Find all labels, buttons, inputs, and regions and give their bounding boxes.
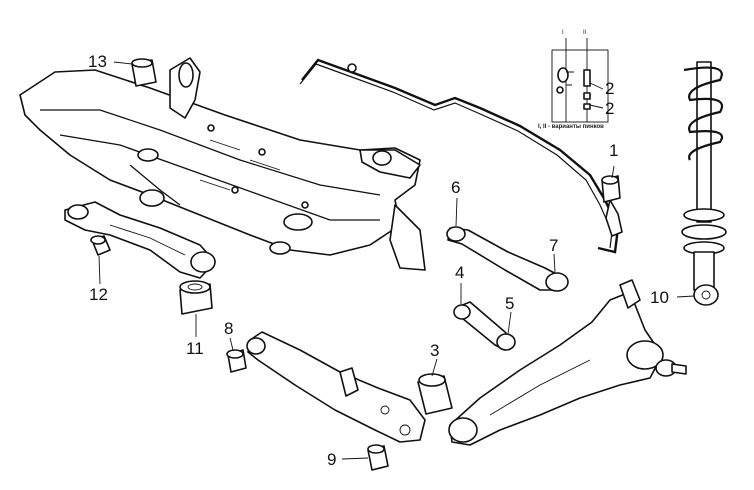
variant-caption: I, II - варианты пинков bbox=[538, 124, 604, 130]
callout-11: 11 bbox=[186, 339, 204, 358]
stabilizer-bar bbox=[299, 58, 623, 254]
callout-13: 13 bbox=[88, 52, 107, 71]
callout-1: 1 bbox=[609, 141, 619, 160]
callout-8: 8 bbox=[224, 319, 234, 338]
diff-mount-bracket bbox=[64, 201, 216, 279]
variant-i-label: I bbox=[562, 30, 564, 36]
callout-5: 5 bbox=[505, 294, 515, 313]
callout-9: 9 bbox=[327, 450, 337, 469]
arm-bushing-9 bbox=[367, 444, 389, 471]
callout-6: 6 bbox=[451, 178, 461, 197]
trailing-arm-knuckle bbox=[448, 279, 687, 446]
callout-4: 4 bbox=[455, 263, 465, 282]
stabilizer-bushing-1 bbox=[601, 175, 621, 203]
link-pin-variants-inset bbox=[551, 38, 609, 123]
callout-2b: 2 bbox=[605, 99, 615, 118]
rear-subframe bbox=[19, 57, 426, 271]
callout-3: 3 bbox=[430, 341, 440, 360]
shock-absorber-with-spring bbox=[681, 61, 727, 306]
diff-bushing-11 bbox=[179, 280, 213, 315]
leader-lines bbox=[98, 61, 695, 460]
callout-7: 7 bbox=[549, 236, 559, 255]
lower-control-arm bbox=[246, 331, 426, 443]
arm-bushing-8 bbox=[226, 349, 247, 373]
diff-mount-bushing-12 bbox=[90, 235, 111, 256]
upper-lateral-link bbox=[446, 226, 569, 292]
trailing-arm-bushing-3 bbox=[417, 373, 453, 415]
callout-2a: 2 bbox=[605, 79, 615, 98]
subframe-bushing-13 bbox=[131, 58, 157, 87]
lower-lateral-link bbox=[453, 301, 516, 351]
callout-10: 10 bbox=[650, 288, 669, 307]
callout-12: 12 bbox=[89, 285, 108, 304]
variant-ii-label: II bbox=[583, 30, 587, 36]
